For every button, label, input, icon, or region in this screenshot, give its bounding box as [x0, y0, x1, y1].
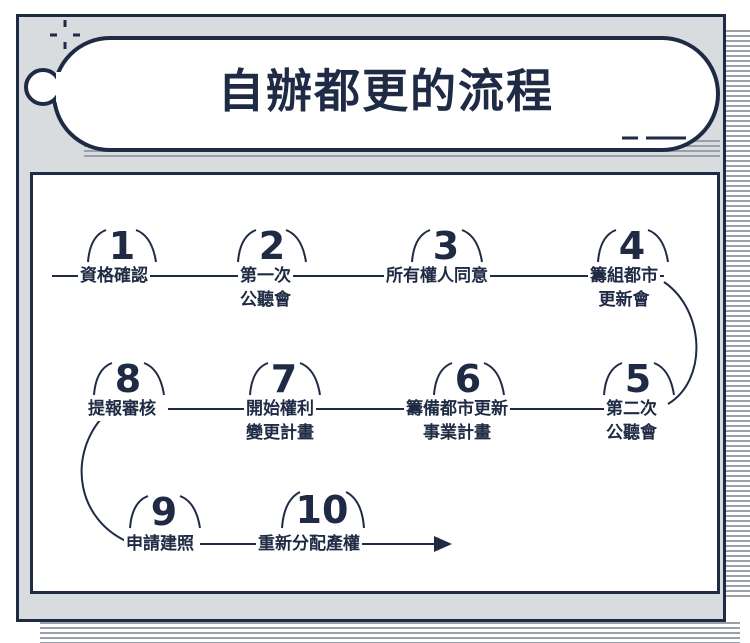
step-label-4-line1: 籌組都市 [590, 266, 658, 286]
step-label-10-line1: 重新分配產權 [258, 534, 360, 554]
step-label-4: 籌組都市 更新會 [588, 264, 660, 312]
step-number-7: 7 [270, 357, 298, 401]
arc-2 [237, 229, 307, 263]
arc-1 [87, 229, 157, 263]
decor-stripes-bottom [40, 622, 740, 643]
connector-4-5 [663, 281, 698, 405]
step-number-2: 2 [258, 224, 286, 268]
step-label-9: 申請建照 [124, 532, 196, 556]
step-label-2-line2: 公聽會 [240, 290, 291, 310]
step-label-3-line1: 所有權人同意 [386, 266, 488, 286]
step-number-4: 4 [618, 224, 646, 268]
step-label-9-line1: 申請建照 [126, 534, 194, 554]
arc-5 [603, 362, 675, 396]
step-label-8-line1: 提報審核 [88, 399, 156, 419]
step-label-1: 資格確認 [78, 264, 150, 288]
step-label-2: 第一次 公聽會 [238, 264, 293, 312]
step-label-7-line2: 變更計畫 [246, 423, 314, 443]
sparkle-icon [50, 20, 80, 49]
step-label-1-line1: 資格確認 [80, 266, 148, 286]
step-number-6: 6 [454, 357, 482, 401]
banner-bubble-cover [56, 72, 70, 102]
step-number-5: 5 [624, 357, 652, 401]
arc-3 [411, 229, 483, 263]
step-label-6-line2: 事業計畫 [423, 423, 491, 443]
step-label-6: 籌備都市更新 事業計畫 [404, 397, 510, 445]
step-number-8: 8 [114, 357, 142, 401]
step-label-5-line1: 第二次 [606, 399, 657, 419]
dash-decor-icon [622, 136, 686, 140]
step-label-5: 第二次 公聽會 [604, 397, 659, 445]
title-banner [52, 36, 720, 152]
step-number-9: 9 [150, 490, 178, 534]
arc-9 [129, 495, 201, 529]
arc-8 [93, 362, 165, 396]
step-label-10: 重新分配產權 [256, 532, 362, 556]
step-label-7-line1: 開始權利 [246, 399, 314, 419]
arc-6 [433, 362, 505, 396]
banner-bubble [24, 68, 62, 106]
step-label-8: 提報審核 [86, 397, 158, 421]
step-label-6-line1: 籌備都市更新 [406, 399, 508, 419]
step-label-2-line1: 第一次 [240, 266, 291, 286]
page-title: 自辦都更的流程 [218, 64, 554, 118]
step-number-10: 10 [295, 488, 349, 532]
arc-10 [281, 491, 365, 529]
arc-4 [597, 229, 669, 263]
connector-8-9 [80, 419, 129, 543]
step-number-1: 1 [108, 224, 136, 268]
step-label-5-line2: 公聽會 [606, 423, 657, 443]
arc-7 [249, 362, 321, 396]
decor-stripes-right [726, 30, 750, 600]
step-label-7: 開始權利 變更計畫 [244, 397, 316, 445]
step-label-4-line2: 更新會 [598, 290, 650, 310]
step-number-3: 3 [432, 224, 460, 268]
step-label-3: 所有權人同意 [384, 264, 490, 288]
arrow-head-icon [434, 536, 452, 552]
